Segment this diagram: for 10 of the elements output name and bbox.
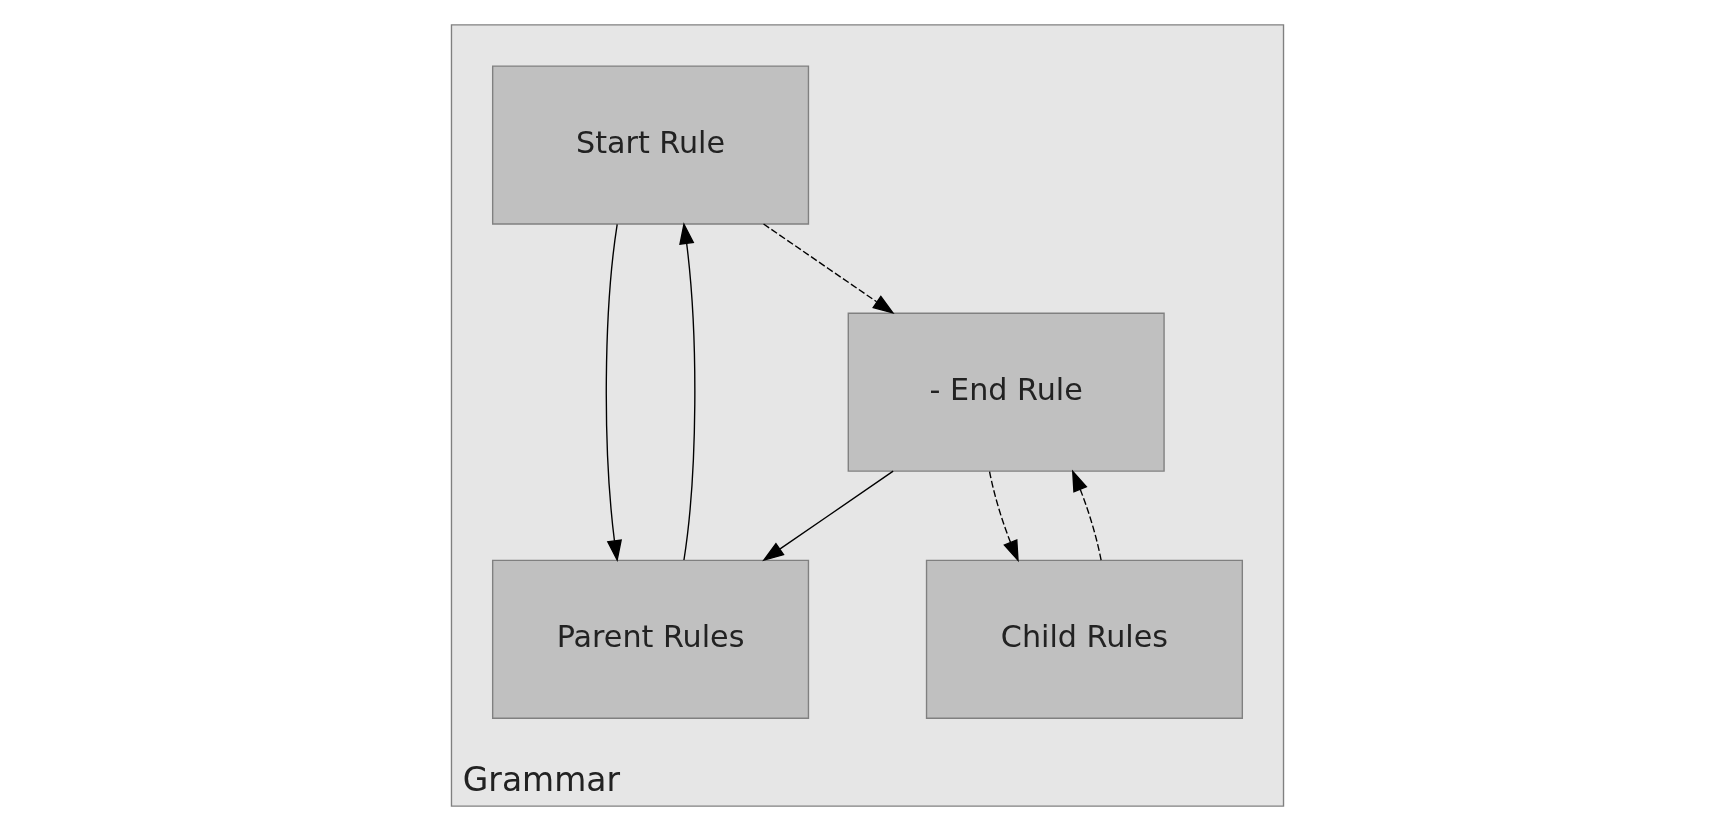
node-box: Start Rule — [491, 65, 809, 225]
arrow — [988, 470, 1019, 563]
arrow — [605, 223, 622, 563]
node-box: - End Rule — [847, 312, 1165, 472]
arrow — [761, 470, 894, 562]
arrow — [1071, 469, 1102, 561]
node-box: Child Rules — [925, 559, 1243, 719]
arrow — [762, 223, 895, 315]
arrow — [678, 222, 695, 561]
node-box: Parent Rules — [491, 559, 809, 719]
